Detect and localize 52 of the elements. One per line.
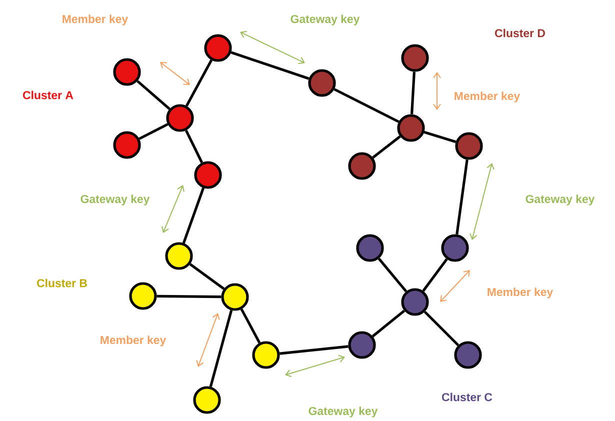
link-line <box>378 258 408 292</box>
node-circle <box>397 114 425 142</box>
key-label: Gateway key <box>290 14 360 26</box>
link-line <box>230 51 310 80</box>
link-line <box>156 294 222 298</box>
key-label: Member key <box>488 288 554 298</box>
node-circle <box>348 152 376 180</box>
node-circle <box>356 234 384 262</box>
node-circle <box>113 58 141 86</box>
node-circle <box>252 341 280 369</box>
node-circle <box>401 44 429 72</box>
node-circle <box>194 161 222 189</box>
node-circle <box>308 69 336 97</box>
link-line <box>410 72 416 114</box>
key-label: Gateway key <box>526 194 595 206</box>
link-line <box>280 345 348 355</box>
link-line <box>372 135 401 159</box>
link-line <box>182 188 205 244</box>
node-circle <box>401 288 429 316</box>
node-circle <box>455 132 483 160</box>
link-line <box>424 310 460 346</box>
key-label: Cluster A <box>23 90 74 100</box>
node-circle <box>204 34 232 62</box>
key-label: Member key <box>454 92 520 102</box>
key-label: Member key <box>100 336 166 346</box>
link-line <box>240 308 261 344</box>
link-line <box>136 80 170 110</box>
link-line <box>184 130 204 164</box>
node-circle <box>165 242 193 270</box>
link-line <box>138 123 168 140</box>
link-line <box>185 60 213 106</box>
node-circle <box>221 283 249 311</box>
link-line <box>424 130 456 144</box>
node-circle <box>129 282 157 310</box>
key-label: Gateway key <box>80 194 150 206</box>
link-line <box>209 310 233 388</box>
key-label: Member key <box>62 14 128 26</box>
node-circle <box>166 104 194 132</box>
node-circle <box>113 131 141 159</box>
key-label: Gateway key <box>308 406 378 418</box>
node-circle <box>441 234 469 262</box>
link-line <box>456 160 468 234</box>
link-line <box>189 263 225 290</box>
key-label: Cluster B <box>37 278 87 288</box>
key-label: Cluster D <box>495 28 545 38</box>
key-label: Cluster C <box>442 392 492 402</box>
node-circle <box>454 341 482 369</box>
link-line <box>334 88 400 123</box>
node-circle <box>193 386 221 414</box>
link-line <box>422 258 448 292</box>
link-line <box>372 310 406 338</box>
node-circle <box>348 331 376 359</box>
